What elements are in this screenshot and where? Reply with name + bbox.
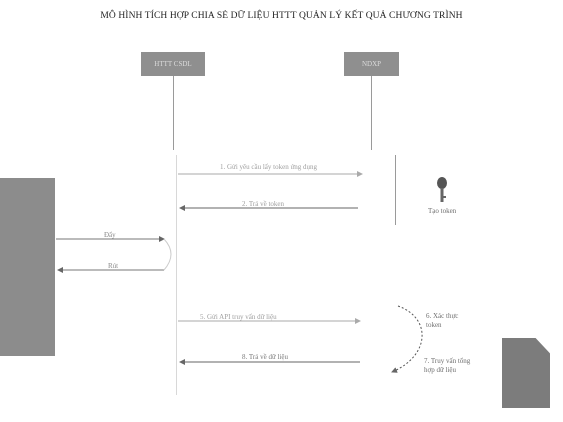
note-create-token: Tạo token: [428, 207, 457, 215]
participant-httt: HTTT CSDL: [141, 52, 205, 76]
diagram-title: MÔ HÌNH TÍCH HỢP CHIA SẺ DỮ LIỆU HTTT QU…: [100, 11, 463, 21]
external-system-panel: [0, 178, 55, 356]
lifeline-httt: [173, 76, 174, 150]
lifeline-ndxp: [371, 76, 372, 150]
msg-request-token-label: 1. Gửi yêu cầu lấy token ứng dụng: [220, 163, 318, 171]
note-verify-token: 6. Xác thực token: [426, 312, 459, 329]
msg-return-token-label: 2. Trả về token: [242, 200, 284, 208]
bracket-curve: [163, 238, 172, 271]
self-process-curve: [391, 305, 423, 373]
document-icon: [502, 338, 550, 408]
activation-httt: [176, 155, 177, 395]
pull-label: Rút: [108, 262, 119, 270]
activation-ndxp: [395, 155, 396, 225]
note-query-aggregate: 7. Truy vấn tổng hợp dữ liệu: [424, 357, 471, 374]
push-label: Đẩy: [104, 231, 116, 239]
msg-return-data-label: 8. Trả về dữ liệu: [242, 353, 288, 361]
key-icon: [437, 177, 447, 202]
msg-api-query-label: 5. Gửi API truy vấn dữ liệu: [200, 313, 277, 321]
participant-ndxp: NDXP: [344, 52, 399, 76]
